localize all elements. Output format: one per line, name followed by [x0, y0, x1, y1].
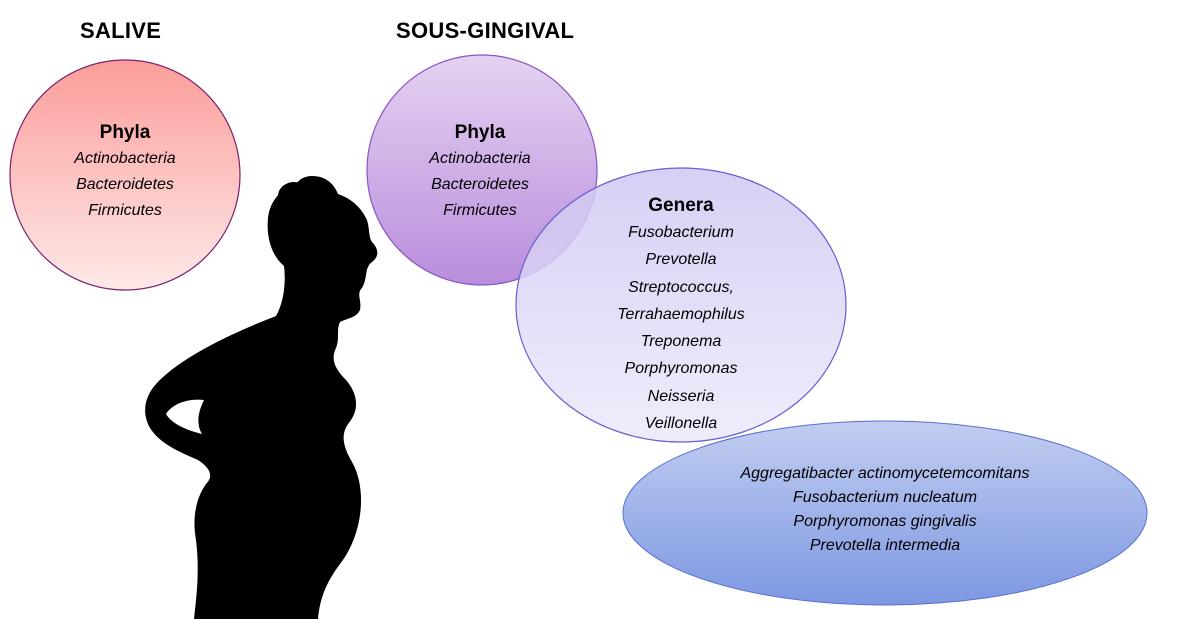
subgingival-phyla-title: Phyla: [454, 122, 506, 143]
genus: Veillonella: [644, 415, 718, 433]
genera-title: Genera: [648, 195, 714, 216]
genus: Treponema: [640, 333, 722, 351]
genus: Prevotella: [645, 251, 717, 269]
genus: Streptococcus,: [628, 278, 734, 296]
species: Prevotella intermedia: [809, 537, 961, 554]
salive-phylum: Bacteroidetes: [76, 176, 174, 193]
pregnant-woman-silhouette: [145, 176, 378, 619]
subgingival-phyla-text: Phyla Actinobacteria Bacteroidetes Firmi…: [400, 120, 560, 224]
subgingival-phylum: Bacteroidetes: [431, 176, 529, 193]
genera-ellipse: [515, 167, 847, 443]
subgingival-phyla-circle: [366, 54, 598, 286]
salive-phyla-text: Phyla Actinobacteria Bacteroidetes Firmi…: [45, 120, 205, 224]
species: Porphyromonas gingivalis: [793, 513, 977, 530]
genus: Porphyromonas: [624, 360, 738, 378]
genus: Neisseria: [647, 387, 715, 405]
salive-phylum: Actinobacteria: [74, 150, 176, 167]
subgingival-phylum: Firmicutes: [443, 202, 517, 219]
genus: Terrahaemophilus: [617, 305, 745, 323]
salive-phylum: Firmicutes: [88, 202, 162, 219]
species: Fusobacterium nucleatum: [792, 489, 978, 506]
species: Aggregatibacter actinomycetemcomitans: [740, 465, 1030, 482]
genera-text: Genera Fusobacterium Prevotella Streptoc…: [600, 193, 762, 437]
species-text: Aggregatibacter actinomycetemcomitans Fu…: [660, 462, 1110, 558]
genus: Fusobacterium: [628, 224, 734, 241]
species-ellipse: [622, 420, 1148, 606]
subgingival-phylum: Actinobacteria: [429, 150, 531, 167]
heading-salive: SALIVE: [80, 18, 162, 43]
hair-bun: [278, 182, 310, 210]
salive-circle: [9, 59, 241, 291]
salive-phyla-title: Phyla: [99, 122, 151, 143]
heading-sous-gingival: SOUS-GINGIVAL: [396, 18, 575, 43]
